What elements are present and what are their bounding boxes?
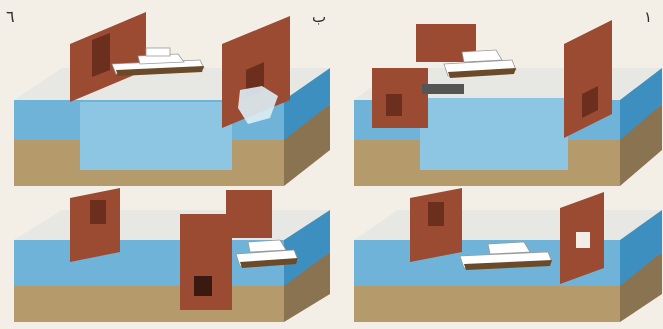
lock-chamber-water xyxy=(80,102,232,170)
panel-bottom-left: ث xyxy=(14,188,330,322)
lock-top-surface xyxy=(14,210,330,240)
panel-top-left: ب xyxy=(14,8,330,186)
gate-panel-dark xyxy=(92,33,110,77)
upper-gate-left xyxy=(70,188,120,262)
lower-gate-back xyxy=(226,190,272,238)
gate-panel-dark xyxy=(386,94,402,116)
ground-block xyxy=(14,284,284,322)
panel-label-top-left: ب xyxy=(312,8,326,26)
panel-label-top-right: ١ xyxy=(644,8,652,26)
gate-window xyxy=(576,232,590,248)
gate-panel-dark xyxy=(194,276,212,296)
gate-panel-dark xyxy=(428,202,444,226)
panel-top-right: ١ xyxy=(354,8,662,186)
lock-chamber-water xyxy=(420,98,568,170)
lock-top-surface xyxy=(354,210,662,240)
gate-panel-dark xyxy=(90,200,106,224)
panel-bottom-right: ت xyxy=(354,188,662,322)
ground-block xyxy=(354,284,620,322)
sluice-channel xyxy=(422,84,464,94)
figure-number: ٦ xyxy=(6,7,15,26)
